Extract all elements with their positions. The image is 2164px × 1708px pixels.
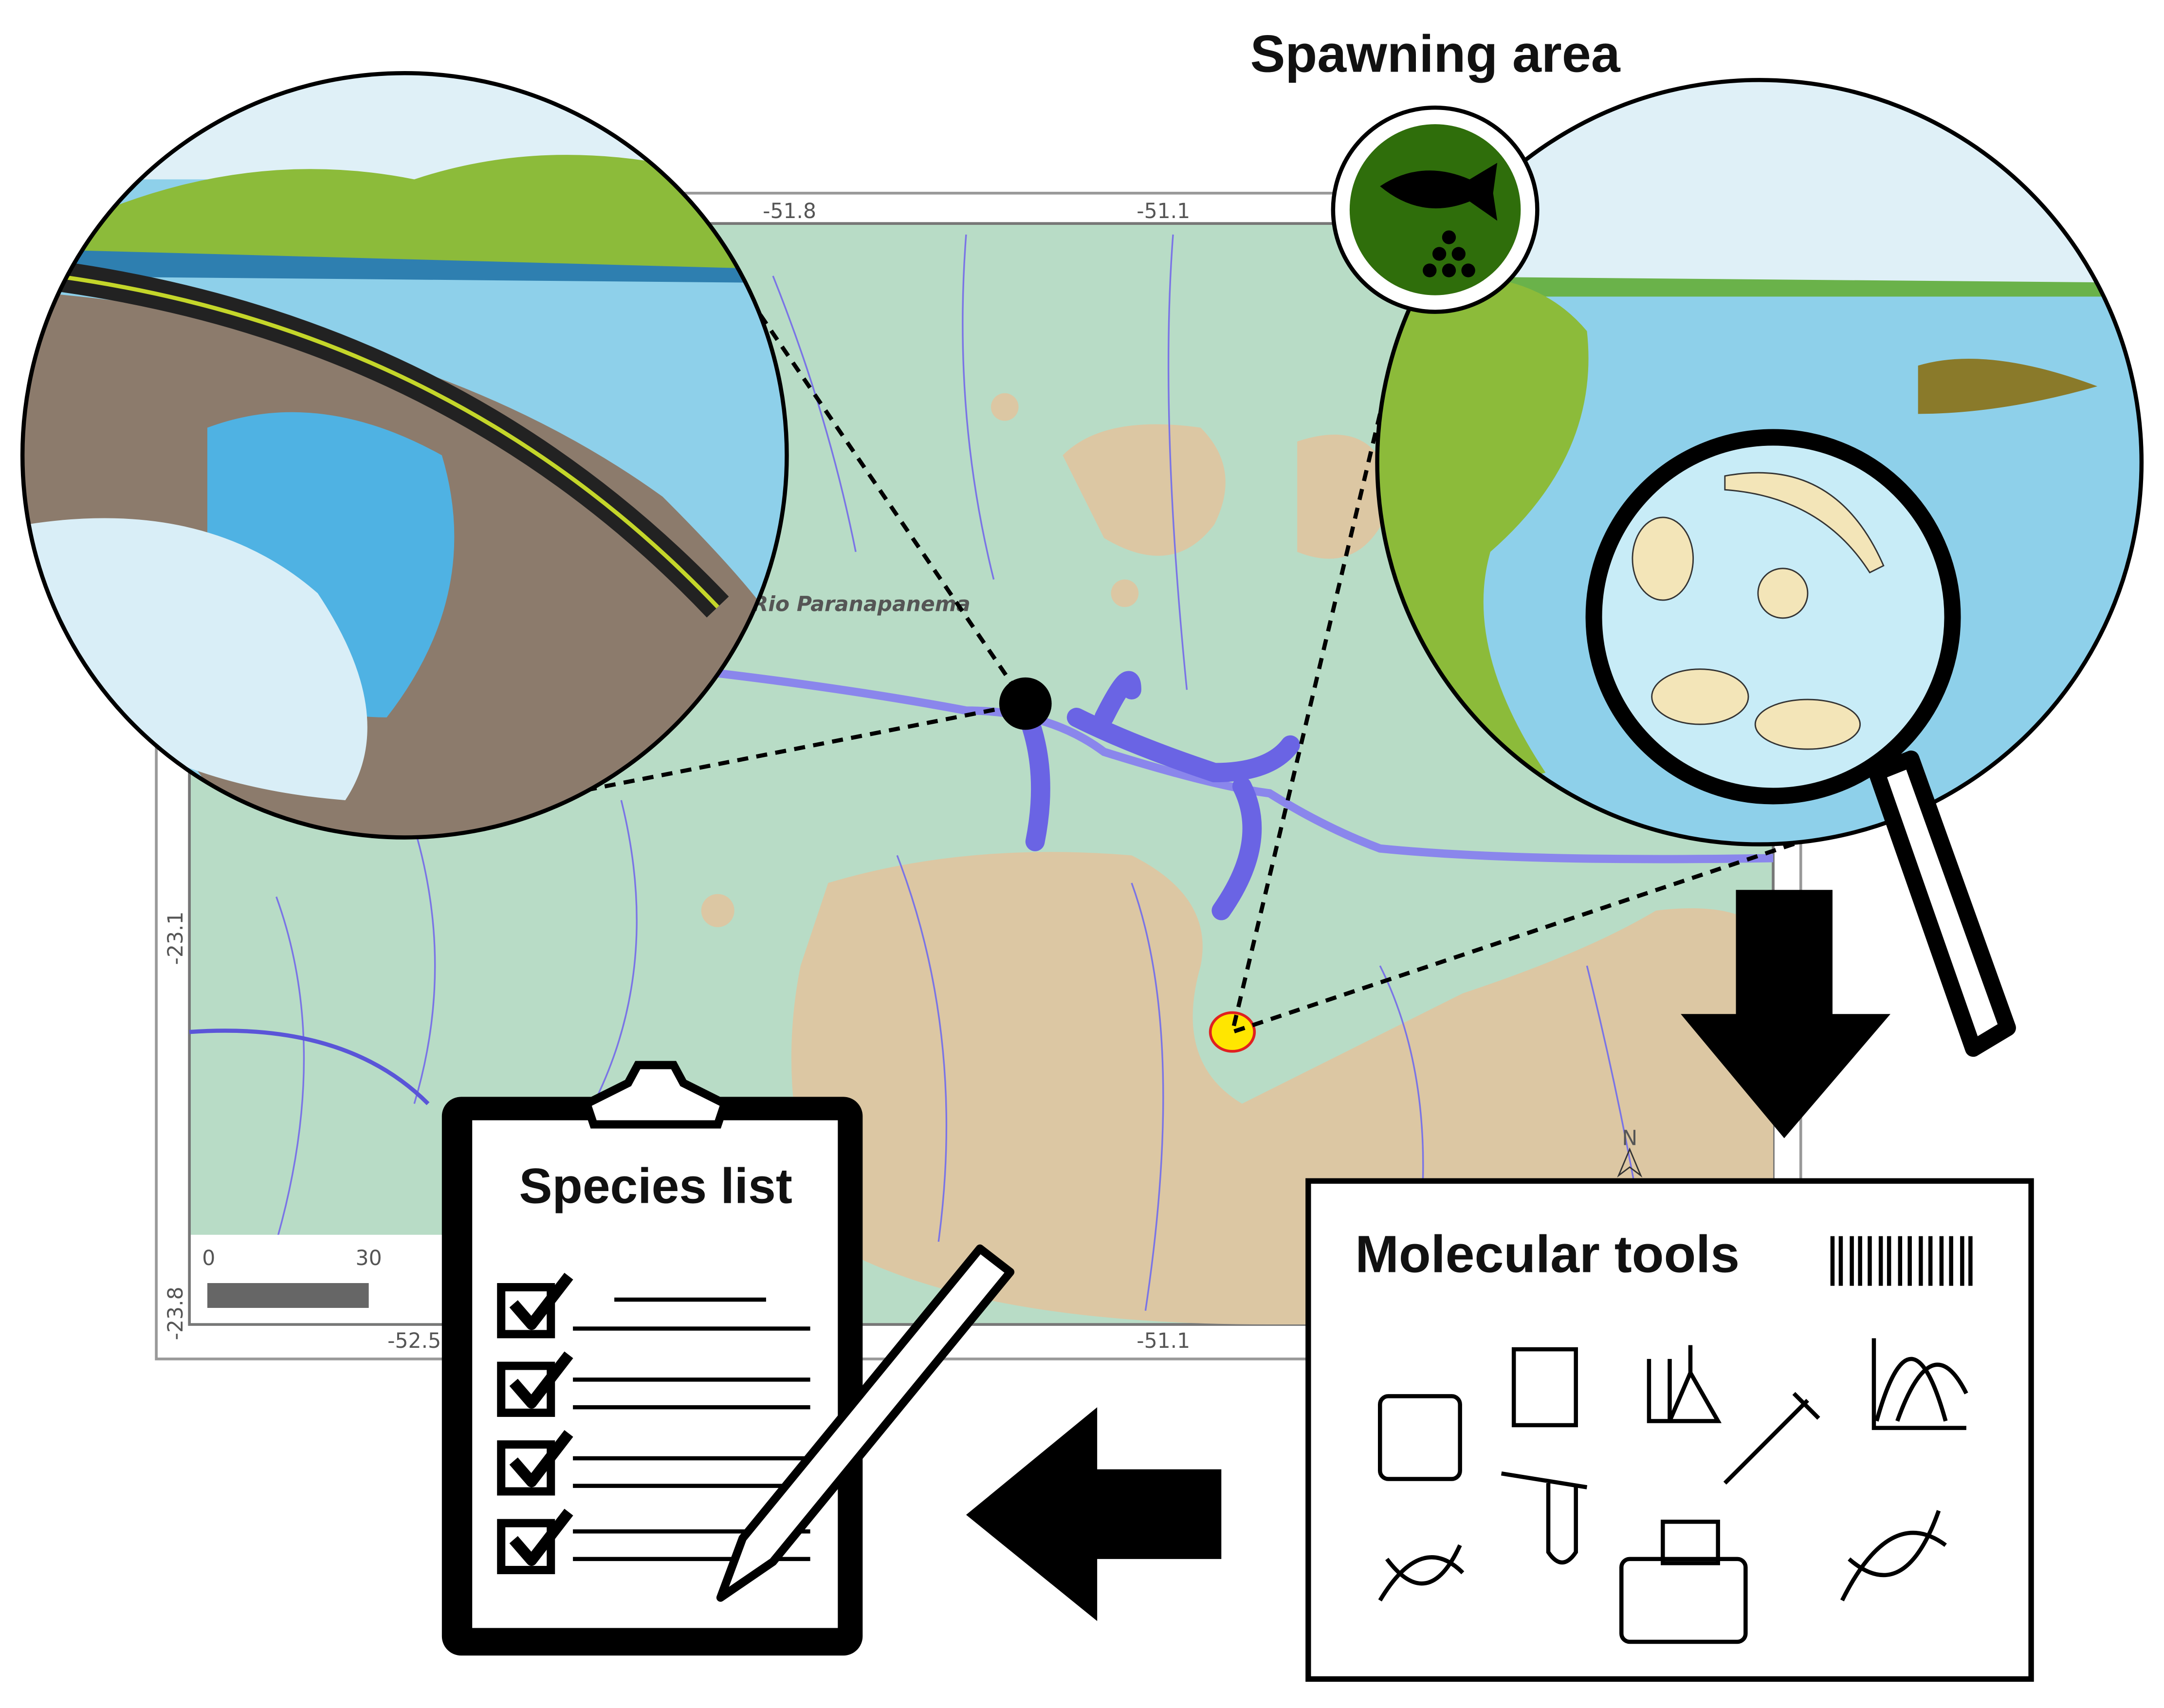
down-arrow-icon (1681, 890, 1890, 1139)
lab-flask-icon (1647, 1345, 1722, 1423)
tick-bottom: -51.1 (1137, 1329, 1190, 1353)
microtube-icon (1501, 1471, 1588, 1565)
tick-top: -51.1 (1137, 200, 1190, 223)
reservoir (1018, 671, 1300, 920)
sequencer-icon (1619, 1557, 1748, 1644)
calculator-icon (1377, 1394, 1462, 1481)
dam-illustration (20, 71, 789, 840)
barcode-icon (1830, 1236, 1973, 1286)
scale-bar (207, 1283, 369, 1308)
chromatogram-icon (1871, 1338, 1968, 1430)
tick-left: -23.1 (164, 911, 188, 965)
north-arrow-icon (1617, 1147, 1643, 1178)
scale-bar-box (190, 1234, 446, 1323)
species-list-title: Species list (519, 1158, 792, 1214)
pipette-icon (1723, 1392, 1820, 1485)
magnifier-handle (1868, 750, 2016, 1057)
left-arrow-icon (966, 1407, 1222, 1621)
pencil-icon (716, 1244, 1015, 1602)
larvae-icons (1632, 472, 1885, 750)
tick-top: -51.8 (763, 200, 816, 223)
river-label: Rio Paranapanema (752, 593, 971, 617)
callout-lines (513, 281, 1843, 1035)
checklist-icon (1511, 1347, 1578, 1428)
river-west (189, 1028, 430, 1105)
species-list-clipboard: Species list (441, 1061, 1015, 1656)
spawning-area-title: Spawning area (1250, 24, 1621, 83)
clip-icon (582, 1061, 730, 1129)
dna-icon (1840, 1510, 1947, 1601)
river-paranapanema (717, 669, 1774, 863)
spawning-marker (1209, 1011, 1256, 1053)
molecular-tools-box: Molecular tools (1305, 1178, 2034, 1682)
dna-icon (1378, 1544, 1465, 1602)
fish-icon (1380, 163, 1498, 221)
checklist (497, 1272, 810, 1575)
scale-start: 0 (202, 1247, 215, 1270)
catfish-icon (1918, 358, 2098, 414)
eggs-icon (1423, 230, 1475, 277)
tick-bottom: -52.5 (387, 1329, 441, 1353)
molecular-tools-title: Molecular tools (1355, 1225, 1740, 1283)
scale-end: 30 (356, 1247, 382, 1270)
tick-left: -23.8 (164, 1286, 188, 1340)
north-label: N (1622, 1127, 1637, 1151)
fish-eggs-badge (1331, 105, 1540, 314)
